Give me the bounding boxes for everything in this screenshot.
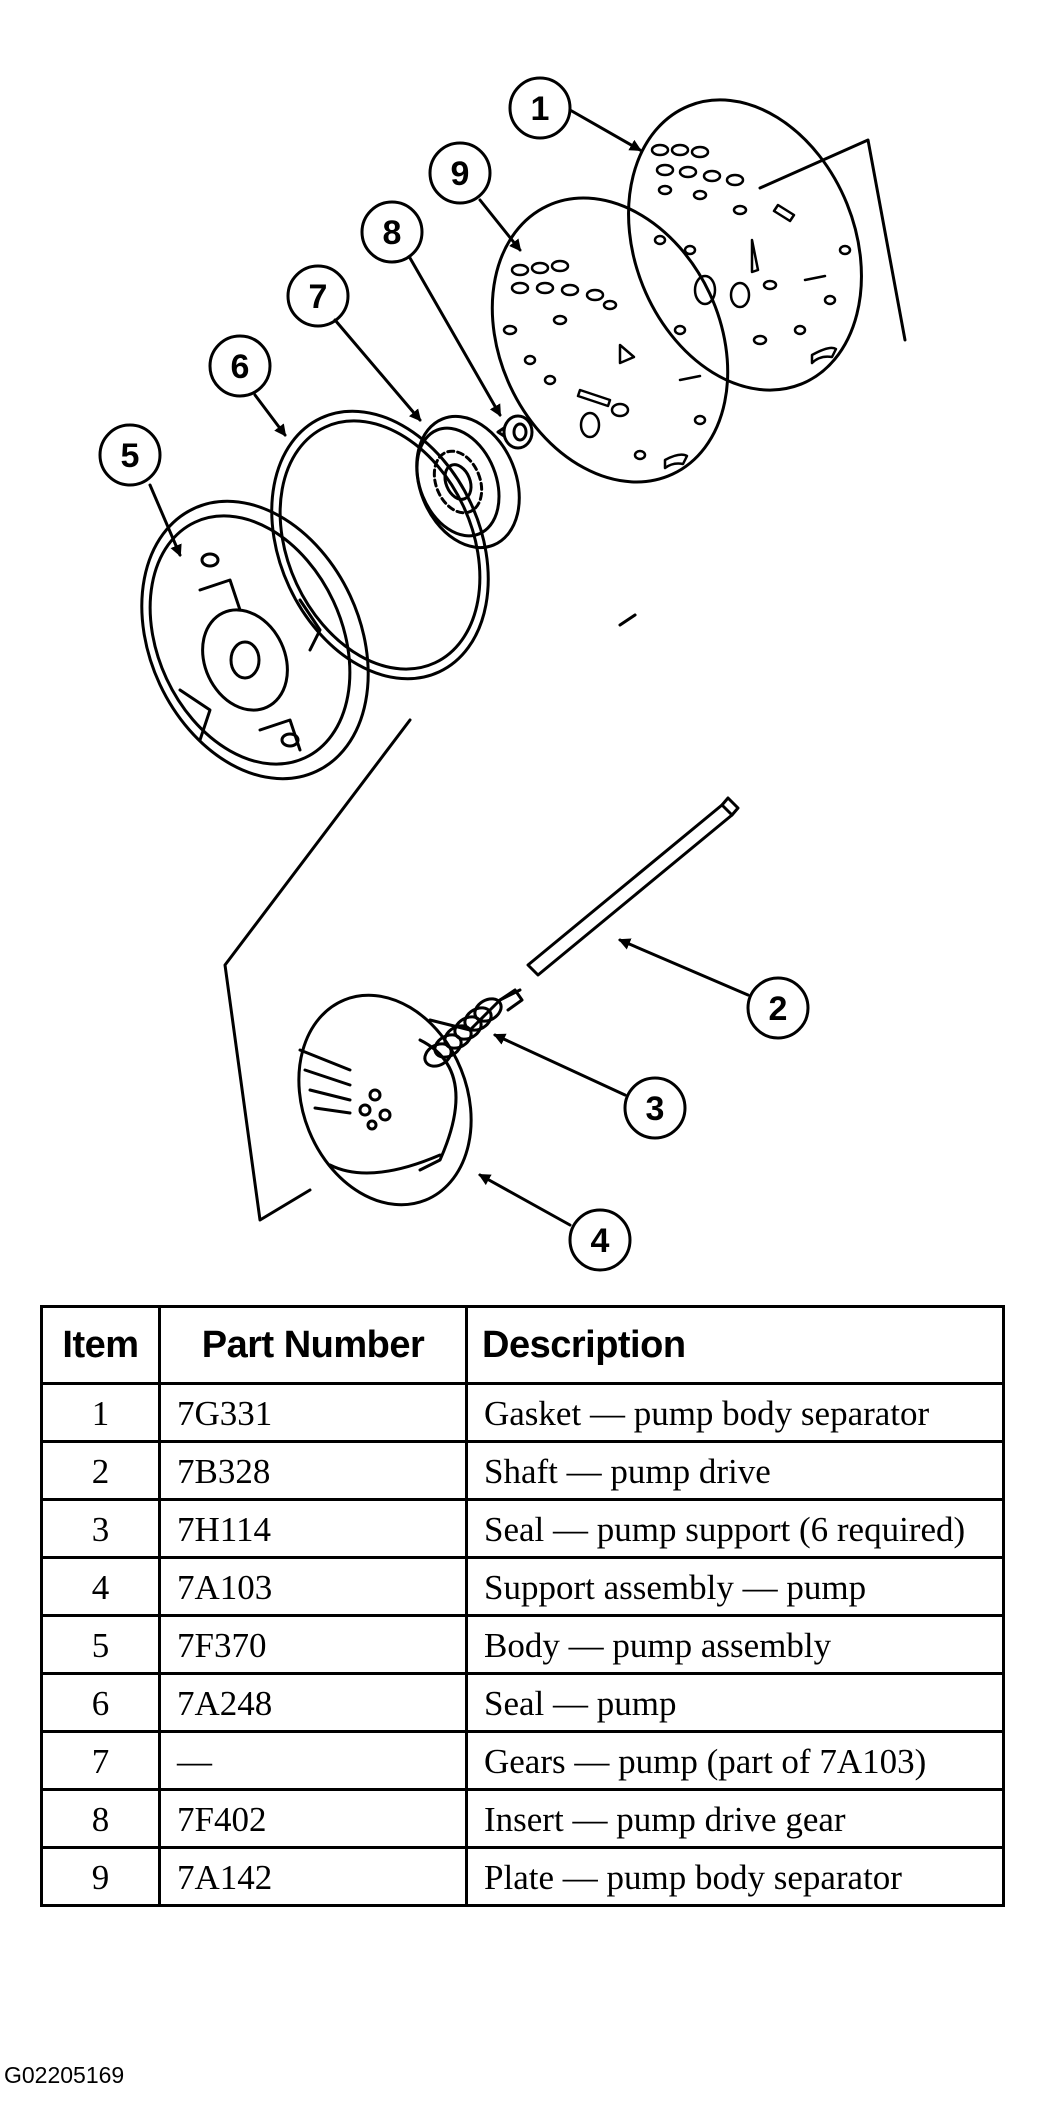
separator-plate-part (490, 196, 730, 484)
cell-item: 1 (40, 1382, 161, 1443)
callout-3-label: 3 (646, 1090, 665, 1128)
cell-description: Seal — pump support (6 required) (465, 1498, 1005, 1559)
callout-1: 1 (508, 76, 572, 140)
callout-5-label: 5 (121, 437, 140, 475)
header-part-number: Part Number (158, 1305, 468, 1385)
table-row: 9 7A142 Plate — pump body separator (40, 1846, 1005, 1907)
cell-part-number: 7F402 (158, 1788, 468, 1849)
cell-part-number: 7A103 (158, 1556, 468, 1617)
cell-item: 9 (40, 1846, 161, 1907)
callout-9: 9 (428, 141, 492, 205)
pump-body-part (140, 499, 370, 781)
support-assembly-part (297, 988, 522, 1207)
callout-4: 4 (568, 1208, 632, 1272)
table-row: 4 7A103 Support assembly — pump (40, 1556, 1005, 1617)
table-header-row: Item Part Number Description (40, 1305, 1005, 1385)
mounting-plane-lines (223, 138, 907, 1222)
callout-8: 8 (360, 200, 424, 264)
callout-8-label: 8 (383, 214, 402, 252)
header-description: Description (465, 1305, 1005, 1385)
gears-part (415, 414, 521, 550)
cell-part-number: 7F370 (158, 1614, 468, 1675)
table-row: 6 7A248 Seal — pump (40, 1672, 1005, 1733)
cell-description: Body — pump assembly (465, 1614, 1005, 1675)
table-row: 8 7F402 Insert — pump drive gear (40, 1788, 1005, 1849)
cell-part-number: 7H114 (158, 1498, 468, 1559)
callout-6-label: 6 (231, 348, 250, 386)
cell-part-number: — (158, 1730, 468, 1791)
callout-9-label: 9 (451, 155, 470, 193)
callout-1-label: 1 (531, 90, 550, 128)
cell-item: 8 (40, 1788, 161, 1849)
callout-5: 5 (98, 423, 162, 487)
cell-part-number: 7A142 (158, 1846, 468, 1907)
cell-description: Gears — pump (part of 7A103) (465, 1730, 1005, 1791)
callout-2-label: 2 (769, 990, 788, 1028)
cell-description: Seal — pump (465, 1672, 1005, 1733)
cell-description: Insert — pump drive gear (465, 1788, 1005, 1849)
table-row: 7 — Gears — pump (part of 7A103) (40, 1730, 1005, 1791)
table-row: 2 7B328 Shaft — pump drive (40, 1440, 1005, 1501)
cell-item: 7 (40, 1730, 161, 1791)
table-row: 1 7G331 Gasket — pump body separator (40, 1382, 1005, 1443)
cell-description: Gasket — pump body separator (465, 1382, 1005, 1443)
cell-part-number: 7A248 (158, 1672, 468, 1733)
callout-7: 7 (286, 264, 350, 328)
exploded-view-diagram: 1 9 8 7 6 5 2 3 4 (98, 76, 907, 1272)
cell-item: 5 (40, 1614, 161, 1675)
leader-lines (148, 108, 750, 1227)
gasket-part (627, 98, 863, 392)
callout-3: 3 (623, 1076, 687, 1140)
table-row: 3 7H114 Seal — pump support (6 required) (40, 1498, 1005, 1559)
cell-item: 3 (40, 1498, 161, 1559)
seal-stack-part (423, 988, 524, 1068)
insert-part (496, 414, 534, 450)
cell-part-number: 7G331 (158, 1382, 468, 1443)
table-row: 5 7F370 Body — pump assembly (40, 1614, 1005, 1675)
cell-item: 4 (40, 1556, 161, 1617)
header-item: Item (40, 1305, 161, 1385)
seal-ring-part (270, 409, 490, 681)
cell-description: Support assembly — pump (465, 1556, 1005, 1617)
cell-item: 6 (40, 1672, 161, 1733)
figure-id: G02205169 (4, 2062, 125, 2088)
cell-description: Shaft — pump drive (465, 1440, 1005, 1501)
cell-description: Plate — pump body separator (465, 1846, 1005, 1907)
callout-4-label: 4 (591, 1222, 610, 1260)
callout-2: 2 (746, 976, 810, 1040)
cell-item: 2 (40, 1440, 161, 1501)
cell-part-number: 7B328 (158, 1440, 468, 1501)
parts-table: Item Part Number Description 1 7G331 Gas… (40, 1305, 1005, 1907)
drive-shaft-part (526, 796, 740, 977)
callout-6: 6 (208, 334, 272, 398)
callout-7-label: 7 (309, 278, 328, 316)
